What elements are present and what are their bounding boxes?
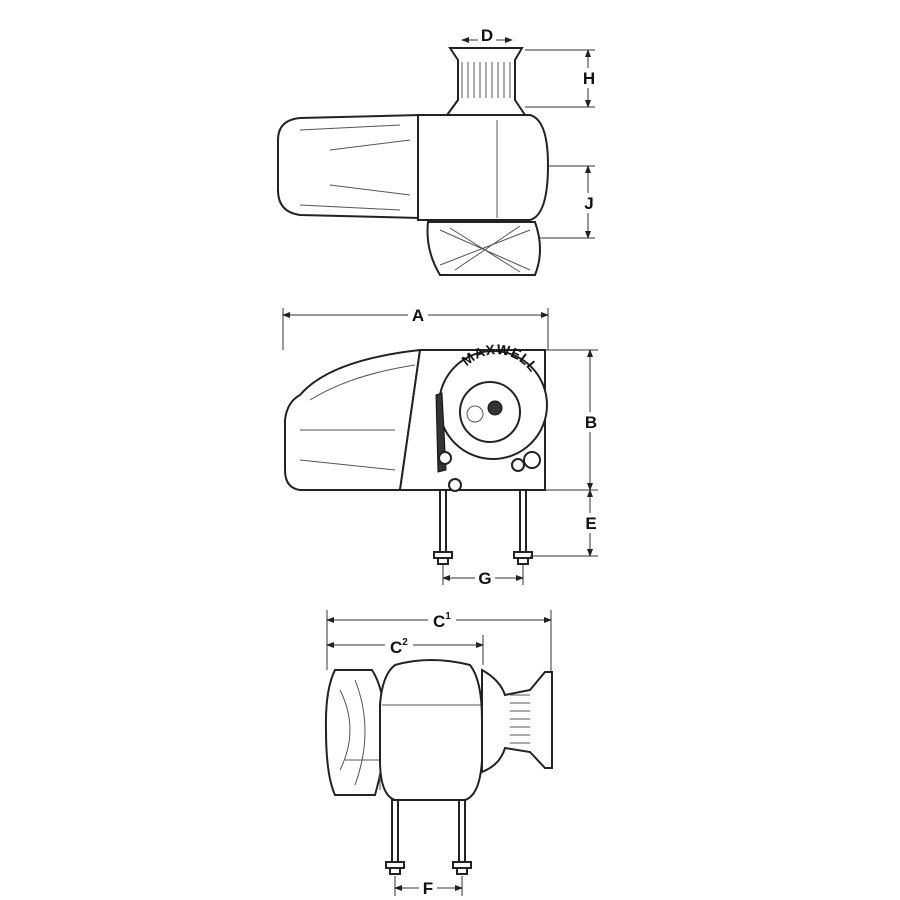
motor-housing-side xyxy=(284,348,422,491)
dimension-G: G xyxy=(442,565,524,588)
label-C1: C1 xyxy=(433,611,451,631)
mounting-studs xyxy=(433,489,533,565)
capstan-top xyxy=(445,47,527,116)
dimension-F: F xyxy=(394,876,463,898)
dimension-D: D xyxy=(461,26,513,45)
dimension-J: J xyxy=(540,165,598,239)
chain-gypsy-side: MAXWELL xyxy=(438,341,548,460)
label-B: B xyxy=(585,413,597,432)
label-J: J xyxy=(584,194,593,213)
label-F: F xyxy=(423,879,433,898)
motor-housing-top xyxy=(277,113,421,220)
dimension-A: A xyxy=(282,305,549,350)
dimension-B: B xyxy=(545,349,600,491)
dimension-E: E xyxy=(530,489,600,557)
label-A: A xyxy=(412,306,424,325)
dimension-C2: C2 xyxy=(326,634,484,665)
mounting-studs-front xyxy=(385,799,472,875)
top-view: D H J xyxy=(277,26,598,276)
housing-front xyxy=(379,659,483,801)
capstan-front xyxy=(481,668,553,774)
gearbox-top xyxy=(417,114,550,221)
side-view: A MAXWELL B xyxy=(282,305,600,588)
chain-gypsy-front xyxy=(324,669,387,796)
label-D: D xyxy=(481,26,493,45)
label-G: G xyxy=(478,569,491,588)
dimension-H: H xyxy=(525,49,598,108)
label-C2: C2 xyxy=(390,637,408,657)
front-view: C1 C2 xyxy=(324,608,553,898)
label-H: H xyxy=(583,69,595,88)
label-E: E xyxy=(585,514,596,533)
dimension-C1: C1 xyxy=(326,608,552,690)
